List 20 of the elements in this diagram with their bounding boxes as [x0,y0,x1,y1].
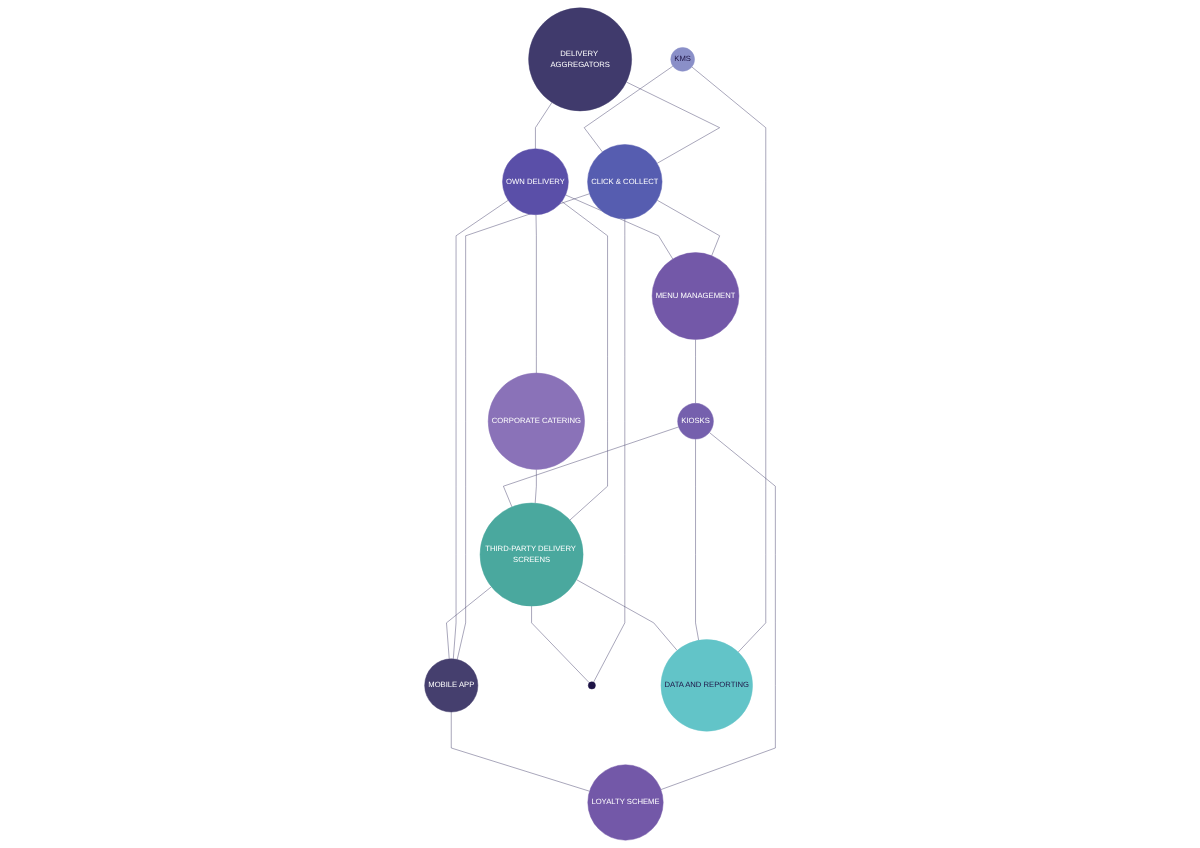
connector [535,102,553,150]
connector [660,432,776,790]
connector [457,193,590,660]
connector [576,579,678,651]
connector [503,426,679,508]
connector [695,438,699,641]
connector [446,586,492,660]
connector [656,199,720,256]
connector [561,201,608,521]
node-circle [588,681,596,690]
connector [583,65,674,153]
connector [534,469,537,504]
connector [695,339,696,404]
connector [691,66,766,653]
connector [626,81,720,164]
connector [531,605,590,684]
connector [451,711,590,792]
connector [593,218,626,683]
connector [535,214,537,374]
connector [453,200,509,660]
